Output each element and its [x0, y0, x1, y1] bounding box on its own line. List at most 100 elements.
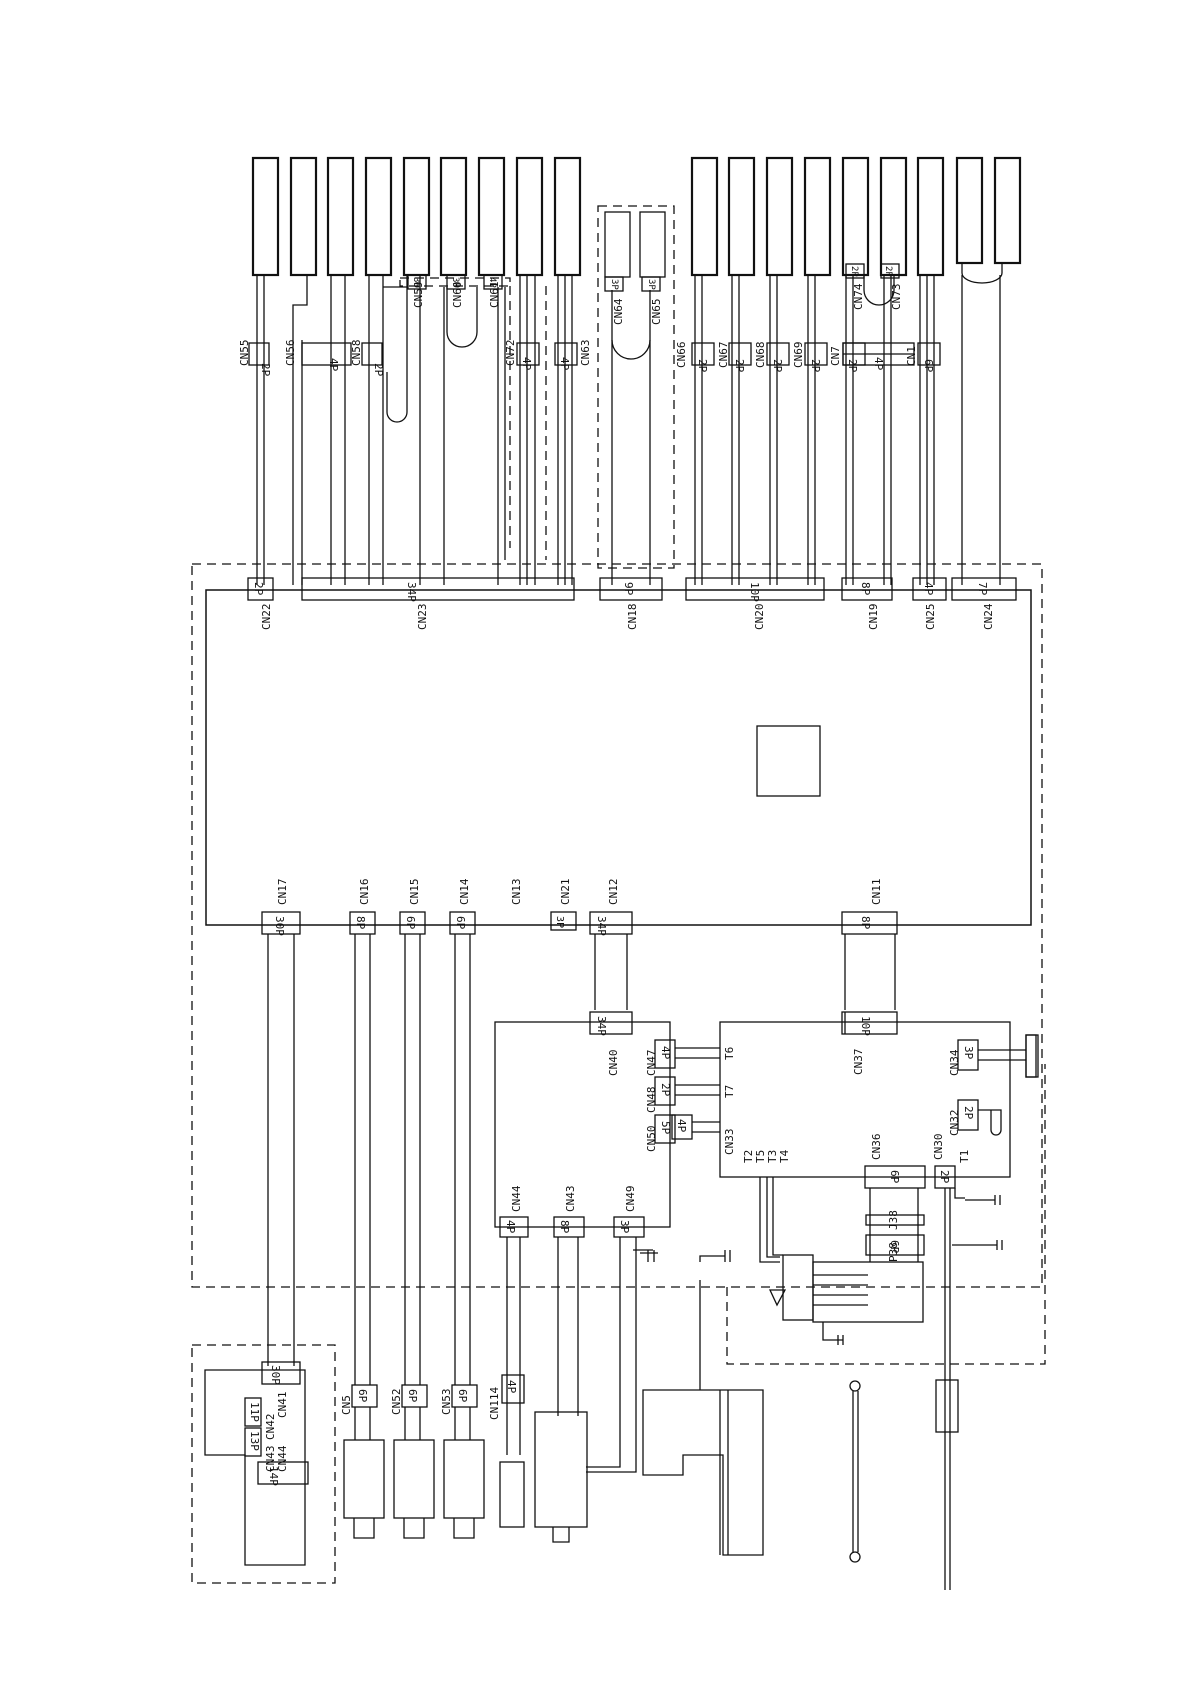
label-cn41: CN41: [276, 1392, 289, 1419]
right-dashed-extension: [726, 1064, 1046, 1365]
left-board-connectors: [499, 1011, 720, 1238]
label-cn74-pins: 2P: [849, 266, 859, 277]
label-cn32-pins: 2P: [962, 1106, 975, 1120]
label-cn43: CN43: [564, 1186, 577, 1213]
main-board-outline: [191, 563, 1043, 1288]
label-cn43-panel: CN43: [264, 1446, 277, 1473]
label-cn55: CN55: [238, 340, 251, 367]
right-board-cables: [759, 1012, 1037, 1590]
label-cn5-pins: 6P: [356, 1389, 369, 1403]
label-cn33: CN33: [723, 1129, 736, 1156]
label-cn44: CN44: [510, 1185, 523, 1212]
label-cn21-pins: 3P: [554, 916, 565, 928]
label-cn40-pins: 34P: [595, 1016, 608, 1036]
label-cn56: CN56: [284, 340, 297, 367]
label-cn58-pins: 2P: [372, 363, 385, 377]
label-cn52-pins: 6P: [406, 1389, 419, 1403]
label-cn58: CN58: [350, 340, 363, 367]
label-cn114: CN114: [488, 1387, 501, 1420]
label-cn67: CN67: [717, 342, 730, 369]
label-cn48: CN48: [645, 1087, 658, 1114]
label-cn37: CN37: [852, 1049, 865, 1076]
label-cn22-pins: 2P: [252, 582, 265, 596]
label-cn23: CN23: [416, 604, 429, 631]
label-cn49: CN49: [624, 1186, 637, 1213]
top-components: [251, 156, 1022, 277]
label-cn25: CN25: [924, 604, 937, 631]
label-t7: T7: [723, 1085, 736, 1098]
label-cn69-pins: 2P: [809, 359, 822, 373]
label-cn63-pins: 4P: [558, 357, 571, 371]
label-cn7-pins: 2P: [846, 359, 859, 373]
label-cn36: CN36: [870, 1134, 883, 1161]
label-cn44-panel-pins: 14P: [267, 1466, 280, 1486]
label-cn34-pins: 3P: [962, 1046, 975, 1060]
label-cn37-pins: 10P: [859, 1016, 872, 1036]
label-t3: T3: [766, 1150, 779, 1163]
label-cn15-pins: 6P: [404, 916, 417, 930]
label-cn47: CN47: [645, 1050, 658, 1077]
lower-modules: [343, 1374, 588, 1543]
label-cn66: CN66: [675, 342, 688, 369]
main-ic: [756, 725, 821, 797]
label-cn53: CN53: [440, 1389, 453, 1416]
top-inline-connectors: [248, 263, 941, 366]
label-cn56-pins: 4P: [327, 358, 340, 372]
label-cn36-pins: 6P: [888, 1170, 901, 1184]
label-cn65: CN65: [650, 299, 663, 326]
label-cn18-pins: 9P: [622, 582, 635, 596]
cn64-cn65-group: [597, 205, 675, 585]
label-cn43-pins: 8P: [558, 1220, 571, 1234]
label-cn49-pins: 3P: [618, 1220, 631, 1234]
label-cn59: CN59: [412, 282, 425, 309]
label-t6: T6: [723, 1047, 736, 1060]
label-cn32: CN32: [948, 1110, 961, 1137]
label-cn44-panel-visible: CN44: [276, 1445, 289, 1472]
label-cn50-pins: 5P: [659, 1121, 672, 1135]
label-cn30: CN30: [932, 1134, 945, 1161]
label-cn43-panel-pins: 13P: [248, 1431, 261, 1451]
label-t5: T5: [754, 1150, 767, 1163]
label-cn12: CN12: [607, 879, 620, 906]
label-t4: T4: [778, 1149, 791, 1163]
label-cn72-pins: 4P: [520, 357, 533, 371]
label-cn24: CN24: [982, 603, 995, 630]
label-p38-pins: 6P: [888, 1240, 901, 1254]
label-cn18: CN18: [626, 604, 639, 631]
label-cn42: CN42: [264, 1414, 277, 1441]
label-cn63: CN63: [579, 340, 592, 367]
right-board-connectors: [841, 1011, 1039, 1189]
label-cn53-pins: 6P: [456, 1389, 469, 1403]
label-cn67-pins: 2P: [733, 359, 746, 373]
label-cn20-pins: 10P: [748, 582, 761, 602]
label-cn19-pins: 8P: [859, 582, 872, 596]
label-cn52: CN52: [390, 1389, 403, 1416]
label-t1: T1: [958, 1150, 971, 1163]
label-cn25-pins: 4P: [922, 582, 935, 596]
label-cn15: CN15: [408, 879, 421, 906]
label-cn24-pins: 7P: [976, 582, 989, 596]
label-cn42-pins: 11P: [248, 1402, 261, 1422]
label-cn47-pins: 4P: [659, 1046, 672, 1060]
label-cn60: CN60: [451, 282, 464, 309]
label-cn44-pins: 4P: [504, 1220, 517, 1234]
label-cn16-pins: 8P: [354, 916, 367, 930]
label-cn19: CN19: [867, 604, 880, 631]
label-cn55-pins: 2P: [259, 363, 272, 377]
label-cn21: CN21: [559, 879, 572, 906]
ground-symbols: [640, 1250, 731, 1262]
label-cn11-pins: 8P: [859, 916, 872, 930]
label-cn1: CN1: [905, 346, 918, 366]
label-cn1-pins: 6P: [922, 359, 935, 373]
label-cn17-pins: 30P: [273, 916, 286, 936]
label-cn74: CN74: [852, 283, 865, 310]
label-cn17: CN17: [276, 879, 289, 906]
label-cn33-pins: 4P: [675, 1119, 688, 1133]
label-cn65-pins: 3P: [646, 279, 656, 290]
main-bottom-connector-boxes: [261, 911, 898, 935]
label-cn41-pins: 30P: [269, 1365, 282, 1385]
label-cn61-pins: 4P: [487, 277, 497, 288]
label-cn73-pins: 2P: [883, 266, 893, 277]
left-board: [494, 1021, 671, 1228]
